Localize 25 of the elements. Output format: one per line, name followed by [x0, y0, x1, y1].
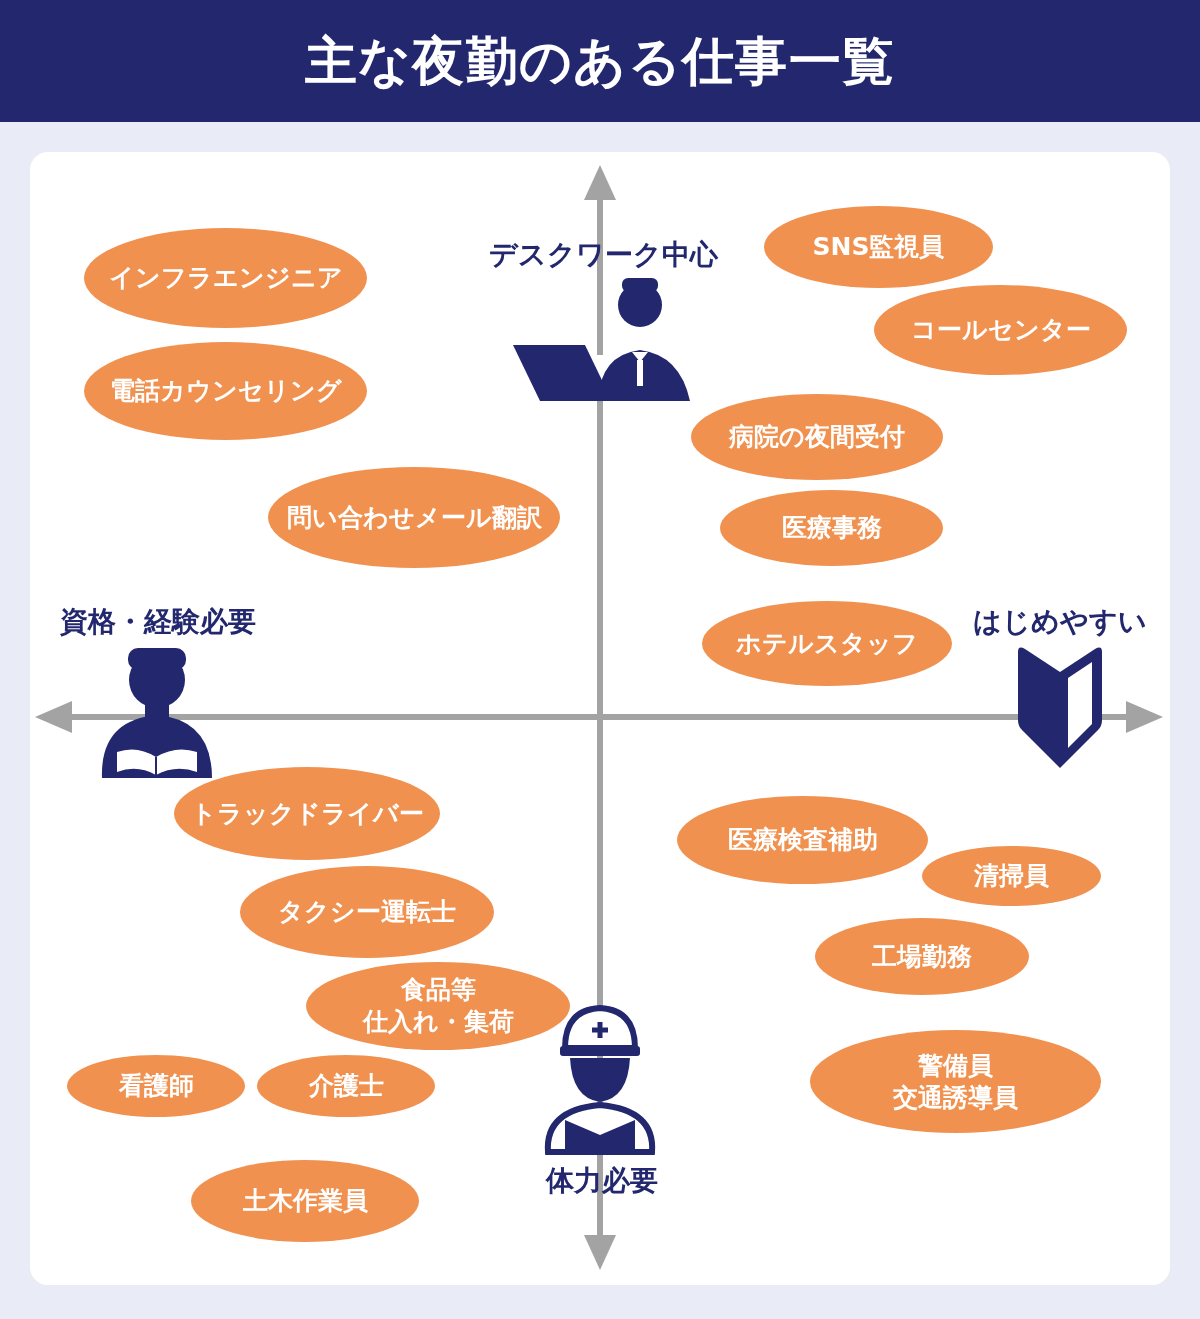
job-label: 仕入れ・集荷: [362, 1006, 514, 1038]
job-label: 食品等: [400, 974, 476, 1006]
axis-label: 資格・経験必要: [59, 604, 257, 640]
title-banner: 主な夜勤のある仕事一覧: [0, 0, 1200, 122]
job-label: 工場勤務: [872, 940, 972, 973]
job-label: インフラエンジニア: [108, 262, 343, 294]
job-label: 電話カウンセリング: [109, 375, 342, 407]
job-label: SNS監視員: [812, 231, 945, 263]
job-label: 看護師: [118, 1070, 194, 1102]
axis-label: デスクワーク中心: [487, 237, 719, 273]
job-label: コールセンター: [910, 314, 1091, 346]
job-label: トラックドライバー: [190, 797, 424, 830]
job-label: タクシー運転士: [278, 896, 456, 928]
job-label: 交通誘導員: [893, 1081, 1018, 1114]
job-label: 警備員: [918, 1049, 993, 1082]
job-label: 清掃員: [974, 860, 1049, 892]
job-label: 医療検査補助: [727, 824, 878, 856]
job-label: 病院の夜間受付: [729, 421, 905, 453]
axis-label: 体力必要: [544, 1163, 659, 1199]
job-label: 医療事務: [781, 512, 882, 544]
job-label: 土木作業員: [242, 1185, 368, 1217]
job-label: ホテルスタッフ: [736, 627, 918, 660]
job-label: 問い合わせメール翻訳: [286, 501, 542, 534]
axis-label: はじめやすい: [972, 604, 1148, 640]
job-label: 介護士: [308, 1070, 384, 1102]
